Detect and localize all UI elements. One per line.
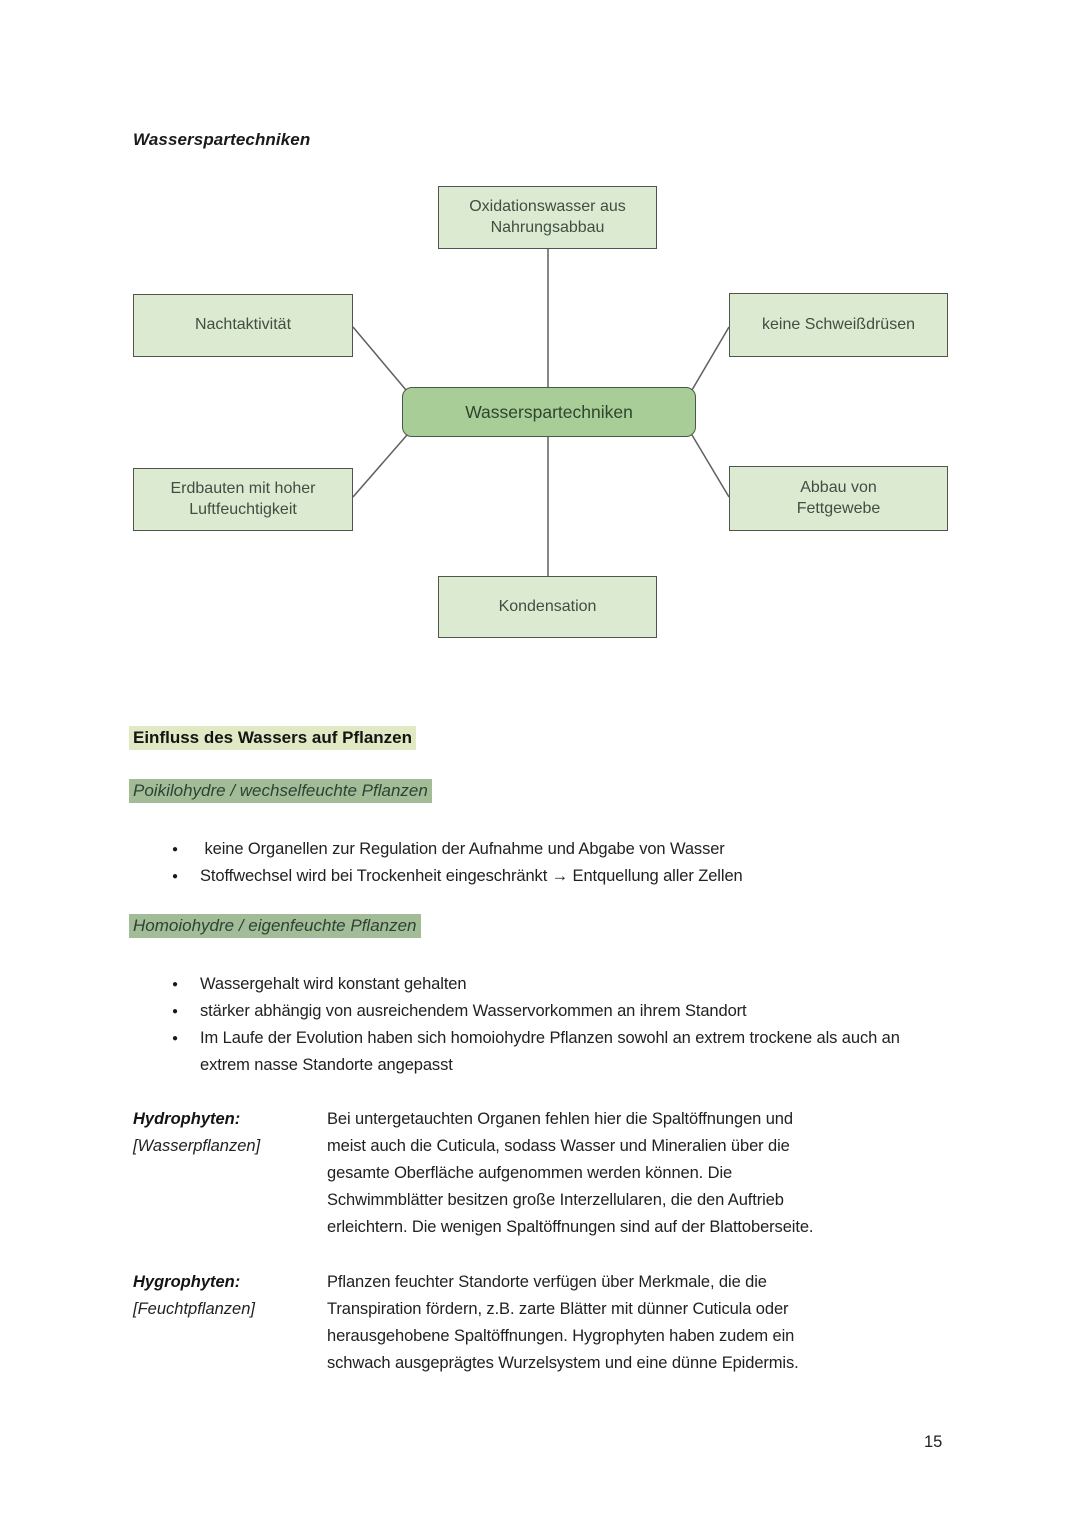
connector-line (691, 326, 730, 391)
bullet-icon: ● (172, 844, 179, 855)
term-subtitle: [Feuchtpflanzen] (133, 1300, 255, 1318)
connector-line (352, 434, 408, 498)
connector-line (691, 434, 730, 498)
diagram-node-abbau-fettgewebe: Abbau von Fettgewebe (729, 466, 948, 531)
diagram-node-nachtaktivitaet: Nachtaktivität (133, 294, 353, 357)
diagram-node-kondensation: Kondensation (438, 576, 657, 638)
poikilohydre-bullet-list: ● keine Organellen zur Regulation der Au… (172, 836, 917, 890)
list-item-text: Stoffwechsel wird bei Trockenheit einges… (200, 867, 743, 885)
list-item-text: stärker abhängig von ausreichendem Wasse… (200, 1002, 747, 1020)
list-item-text: Wassergehalt wird konstant gehalten (200, 975, 467, 993)
term-subtitle: [Wasserpflanzen] (133, 1137, 261, 1155)
list-item: ● Im Laufe der Evolution haben sich homo… (172, 1025, 917, 1079)
subsection-heading-homoiohydre: Homoiohydre / eigenfeuchte Pflanzen (129, 914, 421, 938)
term-name: Hygrophyten: (133, 1273, 241, 1291)
diagram-node-label: Kondensation (498, 597, 597, 615)
definition-term-hygrophyten: Hygrophyten: [Feuchtpflanzen] (133, 1269, 323, 1323)
list-item: ● Stoffwechsel wird bei Trockenheit eing… (172, 863, 917, 890)
diagram-center-label: Wasserspartechniken (465, 401, 633, 422)
bullet-icon: ● (172, 871, 179, 882)
wasserspartechniken-diagram: Oxidationswasser aus Nahrungsabbau Nacht… (0, 0, 1080, 700)
homoiohydre-bullet-list: ● Wassergehalt wird konstant gehalten ● … (172, 971, 917, 1079)
list-item: ● stärker abhängig von ausreichendem Was… (172, 998, 917, 1025)
diagram-node-keine-schweissdruesen: keine Schweißdrüsen (729, 293, 948, 357)
subsection-heading-poikilohydre: Poikilohydre / wechselfeuchte Pflanzen (129, 779, 432, 803)
diagram-node-label: Abbau von Fettgewebe (796, 478, 881, 517)
definition-text-hygrophyten: Pflanzen feuchter Standorte verfügen übe… (327, 1273, 799, 1372)
diagram-node-label: Erdbauten mit hoher Luftfeuchtigkeit (170, 479, 316, 518)
list-item-text: Im Laufe der Evolution haben sich homoio… (200, 1029, 905, 1074)
page-number: 15 (924, 1433, 943, 1451)
list-item: ● Wassergehalt wird konstant gehalten (172, 971, 917, 998)
diagram-node-label: keine Schweißdrüsen (762, 315, 915, 333)
definition-term-hydrophyten: Hydrophyten: [Wasserpflanzen] (133, 1106, 323, 1160)
bullet-icon: ● (172, 1033, 179, 1044)
list-item: ● keine Organellen zur Regulation der Au… (172, 836, 917, 863)
bullet-icon: ● (172, 979, 179, 990)
diagram-center-node: Wasserspartechniken (402, 387, 696, 437)
diagram-node-oxidationswasser: Oxidationswasser aus Nahrungsabbau (438, 186, 657, 249)
bullet-icon: ● (172, 1006, 179, 1017)
section-heading-einfluss: Einfluss des Wassers auf Pflanzen (129, 726, 417, 750)
term-name: Hydrophyten: (133, 1110, 241, 1128)
connector-line (352, 326, 407, 391)
page-title: Wasserspartechniken (133, 130, 311, 149)
diagram-node-label: Oxidationswasser aus Nahrungsabbau (469, 197, 626, 236)
diagram-node-erdbauten: Erdbauten mit hoher Luftfeuchtigkeit (133, 468, 353, 531)
definition-text-hydrophyten: Bei untergetauchten Organen fehlen hier … (327, 1110, 814, 1236)
list-item-text: keine Organellen zur Regulation der Aufn… (200, 840, 725, 858)
diagram-node-label: Nachtaktivität (194, 316, 292, 334)
